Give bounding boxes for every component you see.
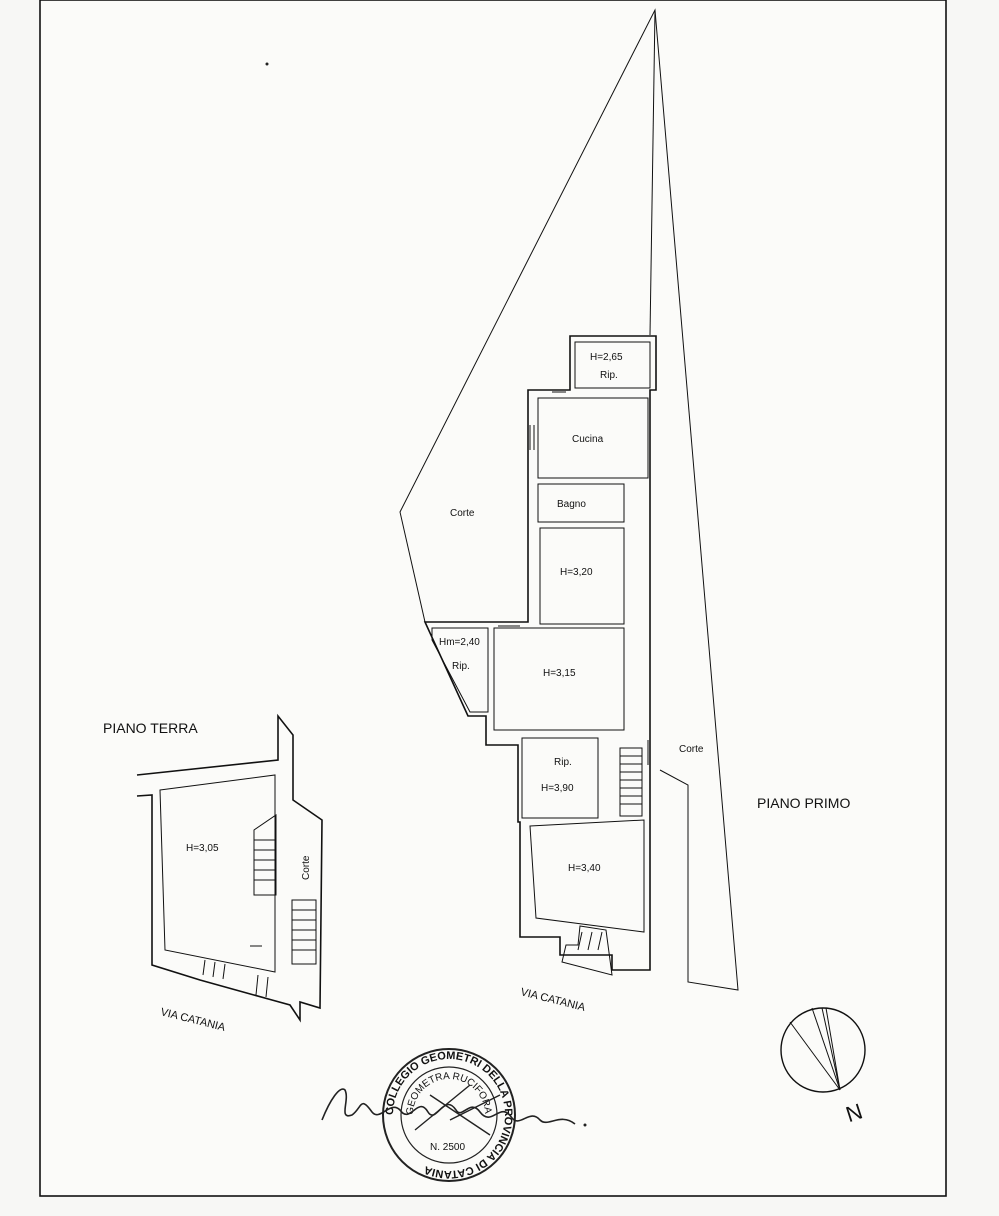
label-court-left: Corte — [450, 508, 475, 519]
court-boundary-inner — [649, 9, 656, 336]
label-storage-mid-height: H=3,90 — [541, 783, 574, 794]
building-outline — [423, 335, 657, 971]
north-arrow: N — [780, 1007, 866, 1127]
room-storage-mid — [521, 737, 599, 819]
stray-dot — [265, 62, 269, 66]
room-storage-side — [431, 627, 489, 713]
label-room-c: H=3,40 — [568, 863, 601, 874]
stair-ground-floor — [253, 814, 277, 896]
label-ground-court: Corte — [301, 855, 312, 880]
label-storage-top-name: Rip. — [600, 370, 618, 381]
label-first-floor-title: PIANO PRIMO — [757, 795, 850, 811]
sheet-border — [39, 0, 947, 1197]
label-storage-mid-name: Rip. — [554, 757, 572, 768]
handwritten-signature — [321, 1084, 587, 1136]
ground-floor-plan: PIANO TERRA H=3,05 — [103, 713, 323, 1034]
label-storage-side-name: Rip. — [452, 661, 470, 672]
label-storage-top-height: H=2,65 — [590, 352, 623, 363]
stair-first-floor — [619, 747, 643, 817]
stamp-number: N. 2500 — [430, 1142, 465, 1153]
label-room-b: H=3,15 — [543, 668, 576, 679]
room-storage-top — [574, 341, 651, 389]
stair-ground-court — [291, 899, 317, 965]
label-room-a: H=3,20 — [560, 567, 593, 578]
label-kitchen: Cucina — [572, 434, 604, 445]
room-b — [493, 627, 625, 731]
ground-floor-room — [159, 774, 276, 973]
label-bathroom: Bagno — [557, 499, 586, 510]
north-label: N — [843, 1098, 866, 1127]
label-storage-side-height: Hm=2,40 — [439, 637, 480, 648]
label-court-right: Corte — [679, 744, 704, 755]
room-a — [539, 527, 625, 625]
label-ground-floor-title: PIANO TERRA — [103, 720, 198, 736]
label-ground-floor-height: H=3,05 — [186, 843, 219, 854]
entrance-steps — [561, 925, 613, 976]
room-kitchen — [537, 397, 649, 479]
openings — [498, 372, 651, 816]
court-boundary — [399, 8, 739, 991]
ground-floor-outline — [136, 713, 323, 1023]
ground-openings — [202, 945, 269, 998]
room-c — [529, 819, 645, 933]
